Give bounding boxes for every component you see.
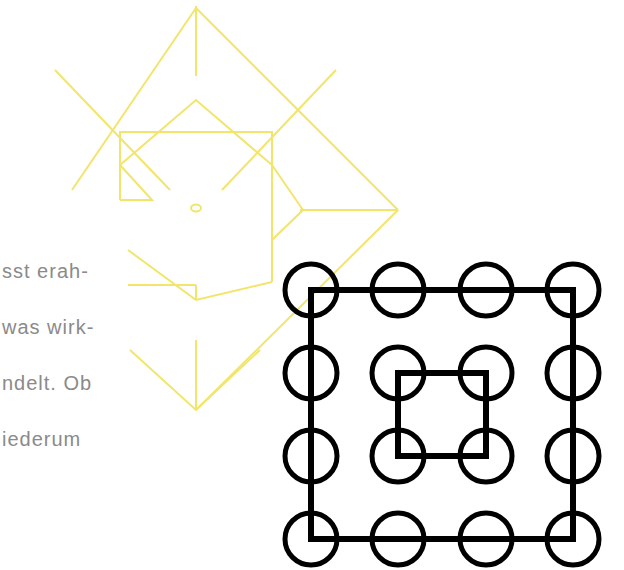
ornament-line <box>222 70 336 190</box>
grid-circle <box>372 347 424 399</box>
ornament-line <box>120 165 152 200</box>
grid-circle <box>547 513 599 565</box>
grid-circle <box>372 264 424 316</box>
body-text-line: was wirk- <box>2 315 94 339</box>
grid-circle <box>547 264 599 316</box>
inner-square <box>398 373 486 456</box>
grid-circle <box>285 430 337 482</box>
ornament-line <box>128 250 272 300</box>
ornament-line <box>300 209 398 211</box>
ornament-line <box>196 210 398 410</box>
body-text-line: iederum <box>2 427 81 451</box>
grid-circle <box>372 430 424 482</box>
grid-circle <box>285 347 337 399</box>
grid-circle <box>460 264 512 316</box>
circle-grid-figure <box>285 264 599 565</box>
grid-circle <box>547 430 599 482</box>
circle-grid <box>285 264 599 565</box>
grid-circle <box>285 264 337 316</box>
grid-circle <box>460 513 512 565</box>
body-text-line: sst erah- <box>2 259 89 283</box>
grid-circle <box>372 513 424 565</box>
ornament-line <box>196 8 398 210</box>
ornament-line <box>128 284 196 286</box>
ornament-line <box>195 6 197 76</box>
grid-circle <box>547 347 599 399</box>
yellow-ornament <box>55 6 398 410</box>
grid-circle <box>460 347 512 399</box>
grid-circle <box>285 513 337 565</box>
ornament-line <box>272 165 303 240</box>
body-text-line: ndelt. Ob <box>2 371 92 395</box>
grid-circle <box>460 430 512 482</box>
ornament-line <box>55 70 170 190</box>
ornament-dot <box>191 205 201 212</box>
ornament-line <box>120 132 272 282</box>
outer-square <box>311 290 573 539</box>
ornament-line <box>195 285 197 300</box>
ornament-line <box>72 8 196 190</box>
ornament-line <box>195 340 197 410</box>
